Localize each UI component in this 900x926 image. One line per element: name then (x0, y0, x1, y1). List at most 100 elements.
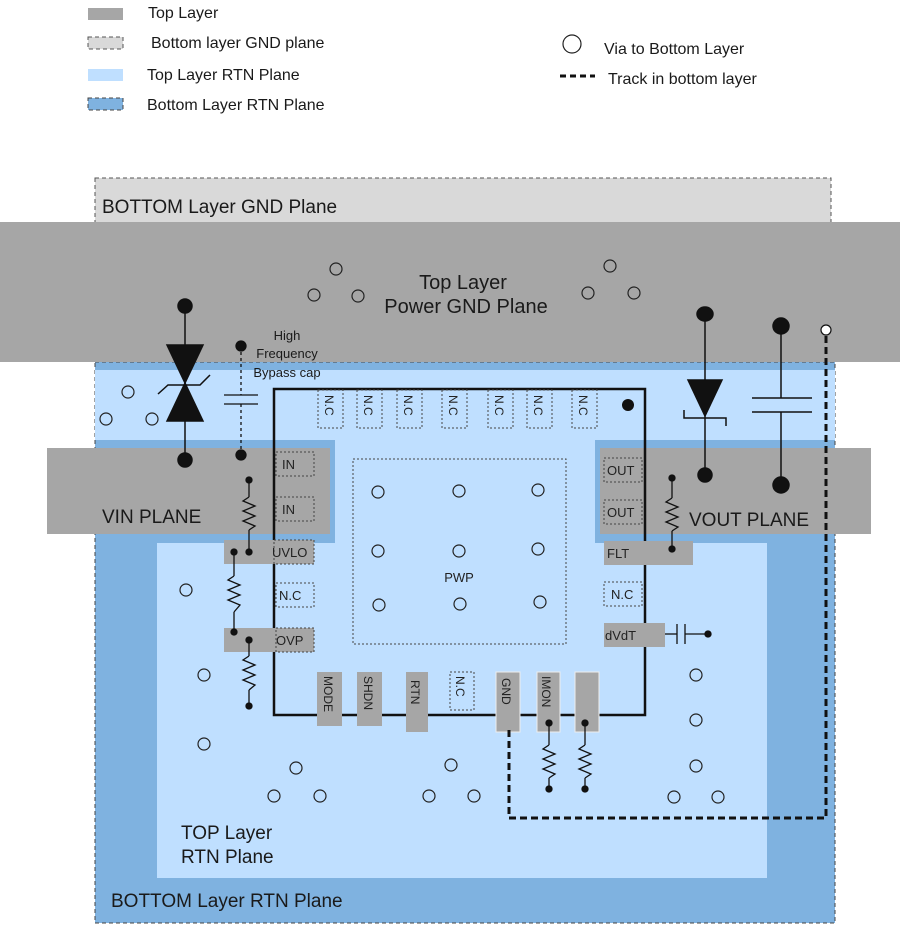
left-pin-in-2-label: IN (282, 502, 295, 517)
via-icon (689, 759, 703, 773)
ovp-trace (224, 628, 314, 652)
legend-swatch-bottom-rtn (87, 97, 124, 111)
track-via-icon (820, 324, 832, 336)
output-tvs-icon (683, 306, 727, 483)
via-icon (452, 544, 466, 558)
via-icon (711, 790, 725, 804)
right-pin-nc-label: N.C (611, 587, 633, 602)
legend-bottom-gnd: Bottom layer GND plane (151, 35, 325, 52)
left-pin-in-2 (275, 496, 315, 522)
via-icon (371, 485, 385, 499)
top-pin-6-label: N.C (531, 395, 545, 416)
bottom-gnd-plane-label: BOTTOM Layer GND Plane (102, 197, 337, 218)
right-pin-dvdt-label: dVdT (605, 628, 636, 643)
via-icon (371, 544, 385, 558)
top-rtn-label-1: TOP Layer (181, 823, 273, 844)
thermal-pad (352, 458, 567, 645)
right-pin-out-1-label: OUT (607, 463, 635, 478)
bottom-pins: MODE SHDN RTN N.C GND IMON (317, 671, 600, 733)
right-pins: OUT OUT FLT N.C dVdT (603, 457, 693, 647)
uvlo-trace (224, 540, 314, 564)
top-pin-1-label: N.C (322, 395, 336, 416)
top-rtn-plane (95, 370, 835, 878)
bottom-gnd-plane (94, 177, 832, 229)
left-pin-nc (275, 582, 315, 608)
via-icon (422, 789, 436, 803)
top-pin-3 (396, 389, 423, 429)
bypass-capacitor-icon (224, 340, 258, 461)
via-icon (689, 668, 703, 682)
top-pin-4 (441, 389, 468, 429)
top-pin-2-label: N.C (361, 395, 375, 416)
via-icon (351, 289, 365, 303)
vin-plane-label: VIN PLANE (102, 507, 201, 528)
bottom-pin-shdn (357, 672, 382, 726)
via-icon (667, 790, 681, 804)
uvlo-ovp-divider-icon (226, 476, 257, 710)
legend-top-layer: Top Layer (148, 5, 219, 22)
legend-track: Track in bottom layer (608, 71, 757, 88)
left-pin-ovp-label: OVP (276, 633, 303, 648)
via-icon (533, 595, 547, 609)
tvs-diode-icon (157, 298, 211, 468)
legend-via-icon (562, 34, 582, 54)
top-pin-6 (526, 389, 553, 429)
vias (99, 259, 725, 804)
via-icon (689, 713, 703, 727)
legend-swatch-top-rtn (88, 69, 123, 81)
right-pin-out-2 (603, 499, 643, 525)
via-icon (267, 789, 281, 803)
flt-trace (604, 541, 693, 565)
top-pin-7 (571, 389, 598, 429)
via-icon (531, 483, 545, 497)
bottom-rtn-label: BOTTOM Layer RTN Plane (111, 891, 343, 912)
bypass-label-2: Frequency (256, 346, 318, 361)
via-icon (372, 598, 386, 612)
dvdt-capacitor-icon (665, 624, 712, 644)
left-pin-uvlo-label: UVLO (272, 545, 307, 560)
left-pin-uvlo (273, 539, 315, 565)
pin1-marker-icon (622, 399, 634, 411)
right-pin-out-1 (603, 457, 643, 483)
via-icon (531, 542, 545, 556)
via-icon (179, 583, 193, 597)
right-pin-out-2-label: OUT (607, 505, 635, 520)
bypass-label-3: Bypass cap (253, 365, 320, 380)
top-rtn-label-2: RTN Plane (181, 847, 274, 868)
via-icon (467, 789, 481, 803)
bottom-pin-rtn-label: RTN (408, 680, 422, 704)
legend-swatch-bottom-gnd (87, 36, 124, 50)
bottom-pin-imon-label: IMON (539, 676, 553, 707)
bottom-pin-rtn (406, 672, 428, 732)
via-icon (444, 758, 458, 772)
via-icon (603, 259, 617, 273)
via-icon (627, 286, 641, 300)
left-pin-ovp (275, 627, 315, 653)
via-icon (197, 737, 211, 751)
bottom-pin-nc (449, 671, 475, 711)
via-icon (313, 789, 327, 803)
dvdt-trace (604, 623, 665, 647)
left-pin-in-1-label: IN (282, 457, 295, 472)
output-capacitor-icon (752, 317, 812, 494)
via-icon (329, 262, 343, 276)
via-icon (197, 668, 211, 682)
top-pins: N.C N.C N.C N.C N.C N.C N.C (317, 389, 598, 429)
via-icon (145, 412, 159, 426)
right-pin-nc (603, 581, 643, 607)
top-power-gnd-label-1: Top Layer (419, 272, 507, 294)
top-pin-4-label: N.C (446, 395, 460, 416)
via-icon (452, 484, 466, 498)
legend-via: Via to Bottom Layer (604, 41, 745, 58)
bottom-pin-nc-label: N.C (453, 676, 467, 697)
left-pin-in-1 (275, 451, 315, 477)
top-pin-5-label: N.C (492, 395, 506, 416)
via-icon (581, 286, 595, 300)
legend-bottom-rtn: Bottom Layer RTN Plane (147, 97, 325, 114)
legend-swatch-top-layer (88, 8, 123, 20)
via-icon (289, 761, 303, 775)
via-icon (453, 597, 467, 611)
top-pin-3-label: N.C (401, 395, 415, 416)
top-pin-1 (317, 389, 344, 429)
